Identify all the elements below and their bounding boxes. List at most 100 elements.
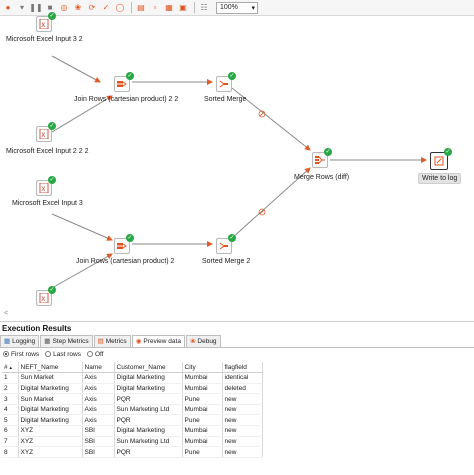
debug-icon: ❀ [189, 338, 196, 345]
radio-off[interactable]: Off [87, 351, 104, 358]
table-cell: Mumbai [182, 436, 223, 448]
table-cell: XYZ [18, 425, 83, 437]
step-label: Sorted Merge 2 [202, 258, 251, 265]
join-rows-icon [114, 76, 130, 92]
scroll-left-icon[interactable]: < [4, 310, 9, 317]
dropdown-icon[interactable]: ▾ [19, 2, 24, 12]
table-cell: Digital Marketing [114, 372, 183, 384]
step-label: Microsoft Excel Input 3 2 [6, 36, 83, 43]
preview-icon[interactable]: ◎ [60, 2, 68, 12]
table-cell: Digital Marketing [18, 404, 83, 416]
table-header-row: # ▴ NEFT_Name Name Customer_Name City fl… [2, 362, 263, 374]
table-cell: SBI [82, 446, 115, 458]
chart-icon: ▤ [97, 338, 104, 345]
success-check-icon: ✓ [126, 234, 134, 242]
table-cell: new [222, 425, 263, 437]
column-header[interactable]: Customer_Name [114, 362, 183, 374]
zoom-select[interactable]: 100% ▾ [216, 1, 258, 14]
sql-icon[interactable]: ▤ [137, 2, 145, 12]
step-label: Microsoft Excel Input 2 2 2 [6, 148, 89, 155]
zoom-value: 100% [220, 4, 238, 11]
transformation-canvas[interactable]: X ✓ Microsoft Excel Input 3 2 X ✓ Micros… [0, 12, 474, 310]
svg-text:X: X [41, 22, 45, 29]
tab-logging[interactable]: ▦ Logging [0, 335, 40, 347]
radio-first-rows[interactable]: First rows [3, 351, 39, 358]
table-cell: new [222, 404, 263, 416]
table-cell: 1 [2, 372, 19, 384]
step-label: Sorted Merge [204, 96, 247, 103]
excel-icon: X [36, 290, 52, 306]
step-label: Join Rows (cartesian product) 2 [76, 258, 175, 265]
success-check-icon: ✓ [324, 148, 332, 156]
tab-preview-data[interactable]: ◉ Preview data [131, 335, 185, 347]
execution-results-title: Execution Results [0, 321, 474, 335]
success-check-icon: ✓ [48, 12, 56, 20]
table-cell: Pune [182, 393, 223, 405]
pause-icon[interactable]: ❚❚ [29, 2, 43, 12]
eye-icon: ◉ [135, 338, 142, 345]
impact-icon[interactable]: ▦ [165, 2, 173, 12]
table-cell: Axis [82, 393, 115, 405]
table-cell: Pune [182, 446, 223, 458]
preview-data-table[interactable]: # ▴ NEFT_Name Name Customer_Name City fl… [2, 362, 263, 458]
tab-label: Debug [197, 338, 217, 345]
hop-sorted-merge [231, 87, 311, 151]
tab-metrics[interactable]: ▤ Metrics [93, 335, 131, 347]
tab-step-metrics[interactable]: ▦ Step Metrics [40, 335, 93, 347]
column-header[interactable]: Name [82, 362, 115, 374]
column-header[interactable]: flagfield [222, 362, 263, 374]
table-cell: 3 [2, 393, 19, 405]
radio-label: First rows [11, 350, 40, 358]
table-cell: Sun Market [18, 372, 83, 384]
toolbar-divider [194, 2, 195, 13]
column-header[interactable]: NEFT_Name [18, 362, 83, 374]
run-icon[interactable]: ● [5, 2, 11, 12]
table-cell: Mumbai [182, 372, 223, 384]
column-header[interactable]: City [182, 362, 223, 374]
grid-icon: ▦ [44, 338, 51, 345]
radio-icon [87, 351, 93, 357]
merge-rows-icon [312, 152, 328, 168]
radio-last-rows[interactable]: Last rows [45, 351, 81, 358]
tab-divider [0, 347, 474, 348]
svg-text:X: X [41, 186, 45, 193]
table-cell: Digital Marketing [114, 425, 183, 437]
chevron-down-icon: ▾ [251, 4, 255, 12]
step-label: Merge Rows (diff) [294, 174, 350, 181]
analyze-icon[interactable]: ◯ [115, 2, 125, 12]
step-label: Join Rows (cartesian product) 2 2 [74, 96, 179, 103]
tab-debug[interactable]: ❀ Debug [185, 335, 221, 347]
table-cell: 8 [2, 446, 19, 458]
sorted-merge-icon [216, 76, 232, 92]
hop-excel4-join2 [51, 253, 113, 289]
tab-label: Metrics [105, 338, 127, 345]
table-cell: 5 [2, 414, 19, 427]
no-copy-icon [258, 110, 266, 118]
table-cell: Digital Marketing [114, 383, 183, 395]
explore-icon[interactable]: ▫ [153, 2, 157, 12]
success-check-icon: ✓ [228, 234, 236, 242]
stop-icon[interactable]: ■ [47, 2, 53, 12]
column-header[interactable]: # ▴ [2, 362, 19, 374]
replay-icon[interactable]: ⟳ [88, 2, 96, 12]
radio-label: Off [95, 350, 104, 358]
excel-icon: X [36, 126, 52, 142]
success-check-icon: ✓ [126, 72, 134, 80]
debug-icon[interactable]: ❀ [74, 2, 82, 12]
table-cell: Mumbai [182, 404, 223, 416]
hop-excel3-join2 [51, 213, 113, 241]
success-check-icon: ✓ [444, 148, 452, 156]
logging-icon: ▦ [4, 338, 11, 345]
hierarchy-icon[interactable]: ☷ [200, 2, 208, 12]
check-icon[interactable]: ▣ [179, 2, 187, 12]
verify-icon[interactable]: ✓ [102, 2, 110, 12]
